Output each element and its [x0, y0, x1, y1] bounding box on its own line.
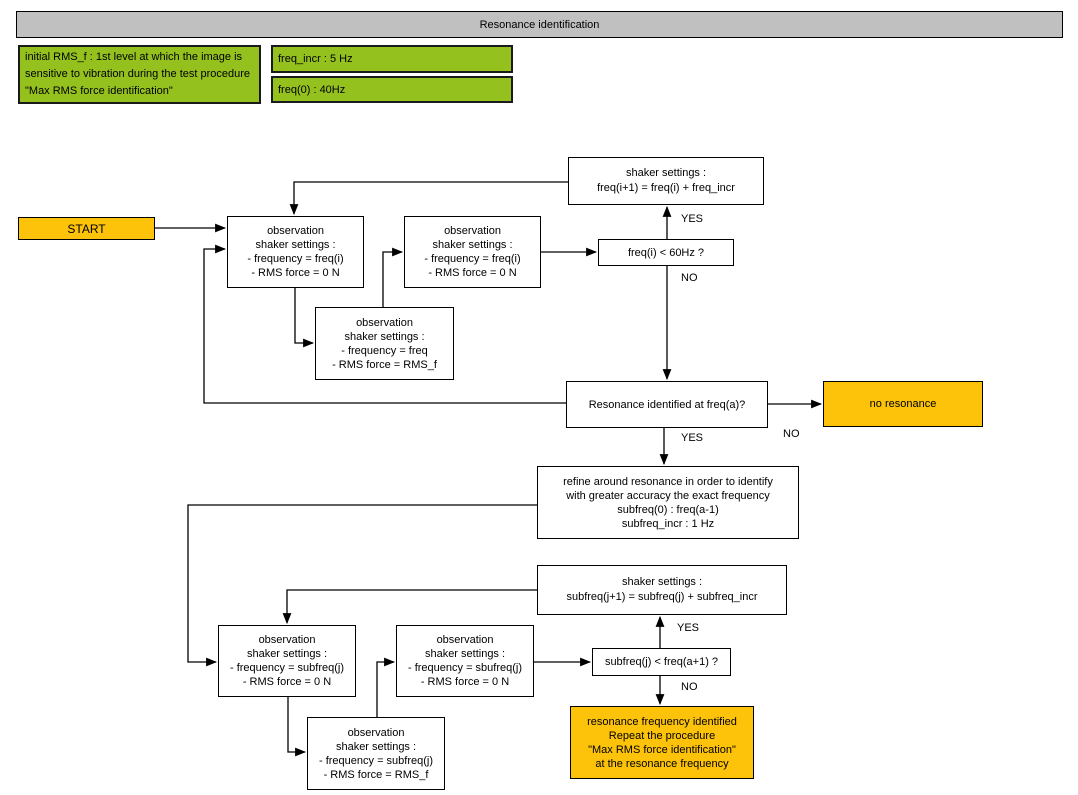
text-line: shaker settings :	[621, 576, 703, 588]
resonance-identified-decision: Resonance identified at freq(a)?	[566, 381, 768, 428]
text-line: shaker settings :	[432, 239, 513, 251]
text-line: observation	[347, 726, 405, 739]
shaker-freq-increment-box: shaker settings : freq(i+1) = freq(i) + …	[568, 157, 764, 205]
observation-subfreq-zero-force-box: observation shaker settings : - frequenc…	[218, 625, 356, 697]
note-initial-rms: initial RMS_f : 1st level at which the i…	[18, 45, 261, 104]
text-line: refine around resonance in order to iden…	[563, 475, 773, 488]
text-line: - frequency = subfreq(j)	[318, 754, 434, 767]
observation-freq-zero-force-box-2: observation shaker settings : - frequenc…	[404, 216, 541, 288]
node-label: no resonance	[869, 398, 937, 410]
text-line: - frequency = sbufreq(j)	[407, 662, 523, 674]
note-text: freq(0) : 40Hz	[278, 83, 346, 96]
text-line: shaker settings :	[255, 239, 336, 251]
note-text: initial RMS_f : 1st level at which the i…	[25, 51, 251, 97]
text-line: - frequency = freq(i)	[247, 253, 344, 265]
node-label: subfreq(j) < freq(a+1) ?	[604, 656, 719, 668]
text-line: resonance frequency identified	[587, 715, 737, 728]
text-line: subfreq(0) : freq(a-1)	[617, 503, 719, 516]
observation-subfreq-rmsf-box: observation shaker settings : - frequenc…	[307, 717, 445, 790]
text-line: - RMS force = RMS_f	[323, 768, 429, 781]
observation-freq-zero-force-box: observation shaker settings : - frequenc…	[227, 216, 364, 288]
text-line: "Max RMS force identification"	[588, 743, 736, 756]
text-line: - RMS force = 0 N	[242, 676, 332, 688]
edge-label-yes-mid: YES	[681, 432, 704, 444]
edge-label-no-bottom: NO	[681, 681, 698, 693]
freq-lt-60hz-decision: freq(i) < 60Hz ?	[598, 239, 734, 266]
text-line: observation	[356, 316, 413, 329]
edge-label-no-mid: NO	[783, 428, 800, 440]
title-bar: Resonance identification	[16, 11, 1063, 38]
text-line: observation	[444, 225, 501, 237]
text-line: shaker settings :	[625, 167, 707, 179]
start-node: START	[18, 217, 155, 240]
edge-label-yes-top: YES	[681, 213, 704, 225]
page-title: Resonance identification	[479, 18, 600, 31]
text-line: - RMS force = 0 N	[420, 676, 510, 688]
text-line: observation	[267, 225, 324, 237]
text-line: - frequency = subfreq(j)	[229, 662, 345, 674]
observation-sbufreq-zero-force-box: observation shaker settings : - frequenc…	[396, 625, 534, 697]
edge-label-no-top: NO	[681, 272, 698, 284]
text-line: shaker settings :	[344, 330, 425, 343]
text-line: - RMS force = 0 N	[251, 267, 340, 279]
note-freq-incr: freq_incr : 5 Hz	[271, 45, 513, 73]
no-resonance-box: no resonance	[823, 381, 983, 427]
text-line: shaker settings :	[424, 648, 506, 660]
edge-label-yes-bottom: YES	[677, 622, 700, 634]
text-line: observation	[258, 634, 316, 646]
text-line: subfreq_incr : 1 Hz	[621, 517, 715, 530]
note-freq0: freq(0) : 40Hz	[271, 76, 513, 103]
text-line: freq(i+1) = freq(i) + freq_incr	[597, 182, 735, 194]
node-label: freq(i) < 60Hz ?	[627, 246, 705, 259]
refine-around-resonance-box: refine around resonance in order to iden…	[537, 466, 799, 539]
note-text: freq_incr : 5 Hz	[278, 53, 353, 65]
text-line: - frequency = freq(i)	[424, 253, 521, 265]
text-line: Repeat the procedure	[608, 729, 716, 742]
node-label: START	[67, 221, 106, 236]
text-line: at the resonance frequency	[595, 757, 729, 770]
resonance-identified-result-box: resonance frequency identified Repeat th…	[570, 706, 754, 779]
node-label: Resonance identified at freq(a)?	[588, 398, 746, 411]
subfreq-lt-freq-decision: subfreq(j) < freq(a+1) ?	[592, 648, 731, 676]
text-line: - RMS force = RMS_f	[332, 358, 437, 371]
text-line: - RMS force = 0 N	[428, 267, 517, 279]
text-line: subfreq(j+1) = subfreq(j) + subfreq_incr	[566, 591, 758, 603]
observation-freq-rmsf-box: observation shaker settings : - frequenc…	[315, 307, 454, 380]
text-line: shaker settings :	[335, 740, 417, 753]
shaker-subfreq-increment-box: shaker settings : subfreq(j+1) = subfreq…	[537, 565, 787, 615]
text-line: observation	[436, 634, 494, 646]
text-line: with greater accuracy the exact frequenc…	[566, 489, 770, 502]
text-line: shaker settings :	[246, 648, 328, 660]
text-line: - frequency = freq	[341, 344, 428, 357]
